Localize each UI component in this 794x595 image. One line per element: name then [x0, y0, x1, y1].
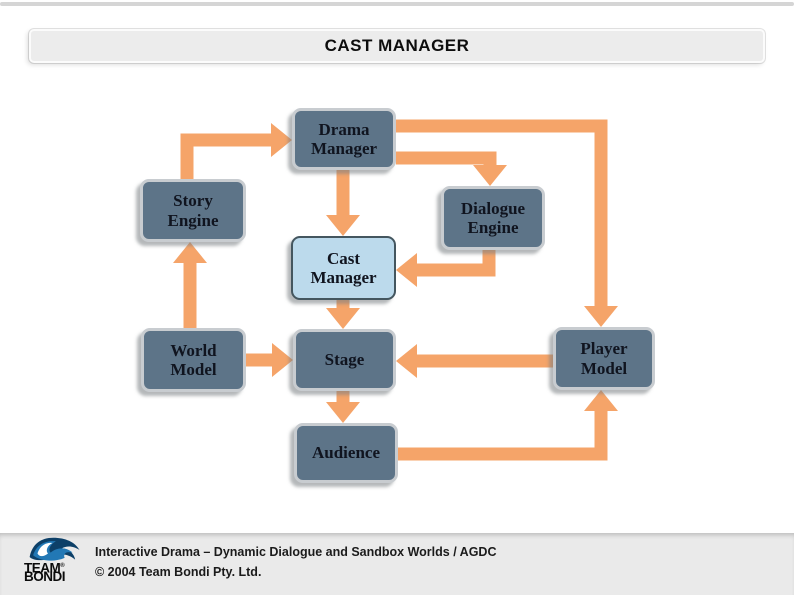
- node-label: Cast Manager: [310, 248, 377, 287]
- node-label: Audience: [312, 443, 380, 463]
- node-label: Story Engine: [167, 191, 219, 230]
- node-audience: Audience: [294, 423, 398, 483]
- arrow-player_model-to-stage: [396, 344, 553, 378]
- node-drama-manager: Drama Manager: [292, 108, 396, 170]
- arrow-drama_manager-to-cast_manager: [326, 170, 360, 236]
- slide-footer: TEAM® BONDI Interactive Drama – Dynamic …: [0, 533, 794, 595]
- node-label: World Model: [170, 340, 217, 379]
- wave-icon: [29, 537, 80, 561]
- footer-line-1: Interactive Drama – Dynamic Dialogue and…: [95, 545, 497, 559]
- logo-text-bondi: BONDI: [24, 569, 66, 584]
- slide-title: CAST MANAGER: [324, 36, 470, 55]
- node-story-engine: Story Engine: [140, 179, 246, 242]
- footer-line-2: © 2004 Team Bondi Pty. Ltd.: [95, 565, 262, 579]
- arrow-audience-to-player_model: [398, 390, 618, 461]
- node-stage: Stage: [293, 329, 396, 391]
- arrow-stage-to-audience: [326, 391, 360, 423]
- node-label: Player Model: [580, 339, 628, 378]
- node-cast-manager: Cast Manager: [291, 236, 396, 300]
- arrow-story_engine-to-drama_manager: [180, 123, 292, 179]
- registered-mark: ®: [60, 563, 65, 569]
- slide-top-edge: [0, 2, 794, 6]
- node-world-model: World Model: [141, 328, 246, 392]
- node-label: Stage: [324, 350, 365, 370]
- slide-title-bar: CAST MANAGER: [29, 29, 765, 63]
- arrow-world_model-to-stage: [246, 343, 293, 377]
- node-player-model: Player Model: [553, 327, 655, 390]
- node-label: Dialogue Engine: [460, 198, 526, 237]
- node-dialogue-engine: Dialogue Engine: [441, 186, 545, 250]
- node-label: Drama Manager: [310, 119, 378, 158]
- arrow-dialogue_engine-to-cast_manager: [396, 250, 496, 287]
- arrow-cast_manager-to-stage: [326, 300, 360, 329]
- arrow-drama_manager-to-dialogue_engine: [396, 151, 507, 186]
- footer-text: Interactive Drama – Dynamic Dialogue and…: [95, 542, 497, 582]
- team-bondi-logo: TEAM® BONDI: [24, 536, 88, 592]
- logo-text-team: TEAM®: [24, 560, 65, 576]
- arrow-world_model-to-story_engine: [173, 242, 207, 328]
